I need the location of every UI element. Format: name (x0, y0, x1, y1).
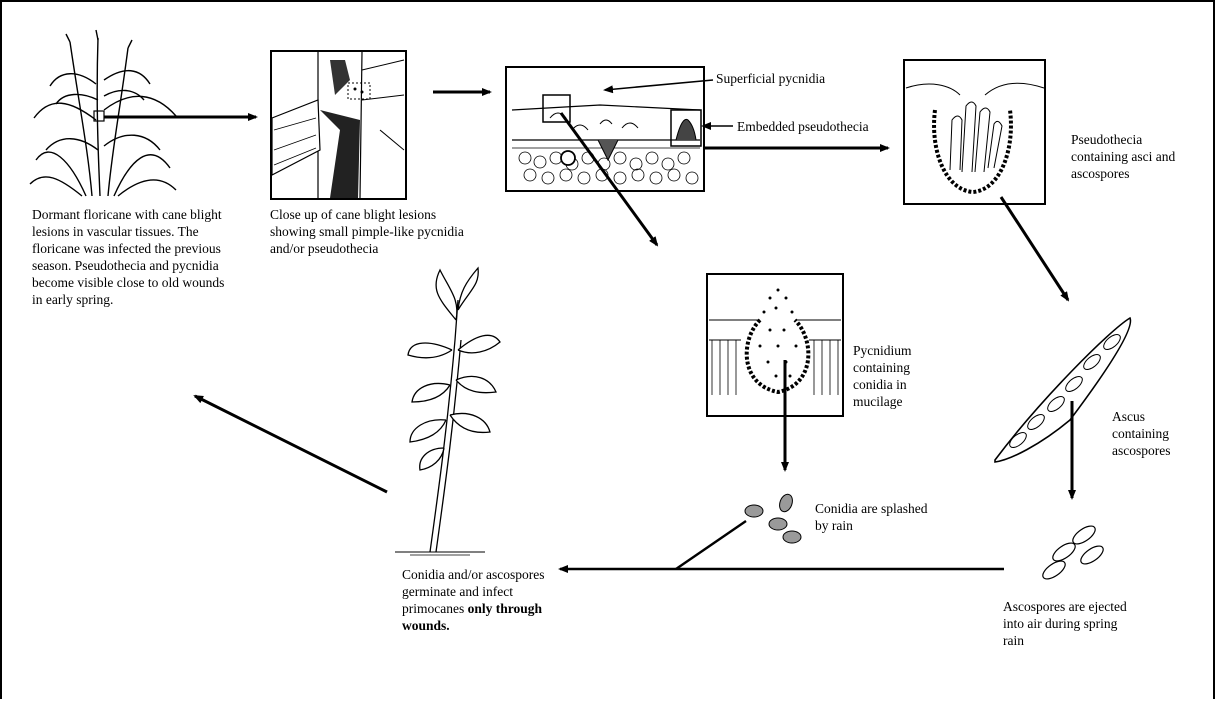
label-infection: Conidia and/or ascospores germinate and … (402, 566, 562, 634)
arrow-pseudothecia-to-ascus (1001, 197, 1068, 300)
closeup-illustration (271, 51, 406, 199)
label-ascus: Ascus containing ascospores (1112, 408, 1192, 459)
ascospores-illustration (1040, 523, 1106, 583)
label-ascospores-ejected: Ascospores are ejected into air during s… (1003, 598, 1135, 649)
label-superficial-pycnidia: Superficial pycnidia (716, 70, 876, 87)
arrow-plant-to-floricane (195, 396, 387, 492)
label-dormant-floricane: Dormant floricane with cane blight lesio… (32, 206, 232, 308)
pycnidium-illustration (707, 274, 843, 416)
label-conidia-splashed: Conidia are splashed by rain (815, 500, 935, 534)
ascus-illustration (995, 318, 1130, 462)
label-embedded-pseudothecia: Embedded pseudothecia (737, 118, 907, 135)
label-pycnidium: Pycnidium containing conidia in mucilage (853, 342, 933, 410)
arrow-conidia-join (676, 521, 746, 569)
pseudothecia-illustration (904, 60, 1045, 204)
label-closeup: Close up of cane blight lesions showing … (270, 206, 470, 257)
label-pseudothecia: Pseudothecia containing asci and ascospo… (1071, 131, 1189, 182)
primocane-plant-illustration (395, 268, 500, 555)
dormant-floricane-illustration (30, 30, 176, 196)
conidia-illustration (745, 492, 801, 543)
